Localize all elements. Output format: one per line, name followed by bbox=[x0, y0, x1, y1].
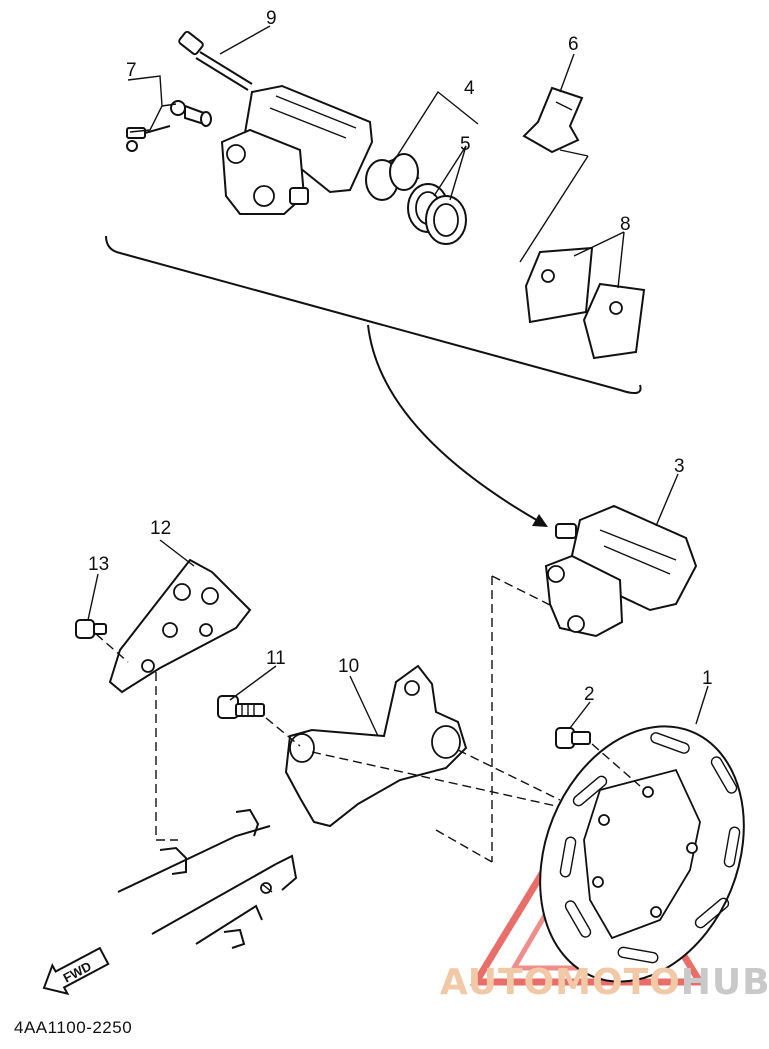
part-9-bolt bbox=[178, 30, 253, 91]
part-7-bleed-screw bbox=[126, 100, 212, 152]
part-2-bolt bbox=[555, 727, 591, 749]
watermark-text: AUTOMOTOHUB bbox=[440, 962, 769, 1003]
part-6-pad-spring bbox=[522, 86, 584, 154]
part-4-piston bbox=[365, 153, 420, 201]
diagram-part-code: 4AA1100-2250 bbox=[14, 1018, 133, 1037]
callout-11: 11 bbox=[266, 648, 286, 669]
group-leader-arrow bbox=[367, 324, 541, 523]
callout-8: 8 bbox=[620, 214, 631, 235]
callout-13: 13 bbox=[88, 554, 109, 575]
part-11-bolt bbox=[217, 695, 265, 719]
assembly-guidelines bbox=[95, 575, 641, 863]
callout-12: 12 bbox=[150, 518, 171, 539]
callout-4: 4 bbox=[464, 78, 475, 99]
callout-5: 5 bbox=[460, 134, 471, 155]
part-13-screw bbox=[75, 619, 107, 639]
part-3-caliper-assembly bbox=[544, 504, 698, 638]
callout-10: 10 bbox=[338, 656, 359, 677]
callout-1: 1 bbox=[702, 668, 713, 689]
callout-2: 2 bbox=[584, 684, 595, 705]
leader-lines bbox=[87, 25, 709, 737]
callout-9: 9 bbox=[266, 8, 277, 29]
arrow-head bbox=[532, 514, 548, 527]
part-5-seals bbox=[407, 183, 467, 245]
group-bracket bbox=[105, 235, 642, 395]
part-1-brake-disc bbox=[539, 725, 745, 983]
part-8-brake-pads bbox=[524, 246, 646, 360]
part-caliper-upper bbox=[220, 84, 374, 215]
callout-6: 6 bbox=[568, 34, 579, 55]
fwd-arrow: FWD bbox=[42, 946, 110, 996]
callout-7: 7 bbox=[126, 60, 137, 81]
part-10-caliper-bracket bbox=[284, 664, 468, 828]
callout-3: 3 bbox=[674, 456, 685, 477]
part-12-guard-plate bbox=[108, 558, 252, 694]
watermark-text-part2: HUB bbox=[680, 962, 769, 1003]
watermark-text-part1: AUTOMOTO bbox=[440, 962, 681, 1003]
swingarm-frame bbox=[117, 808, 298, 949]
